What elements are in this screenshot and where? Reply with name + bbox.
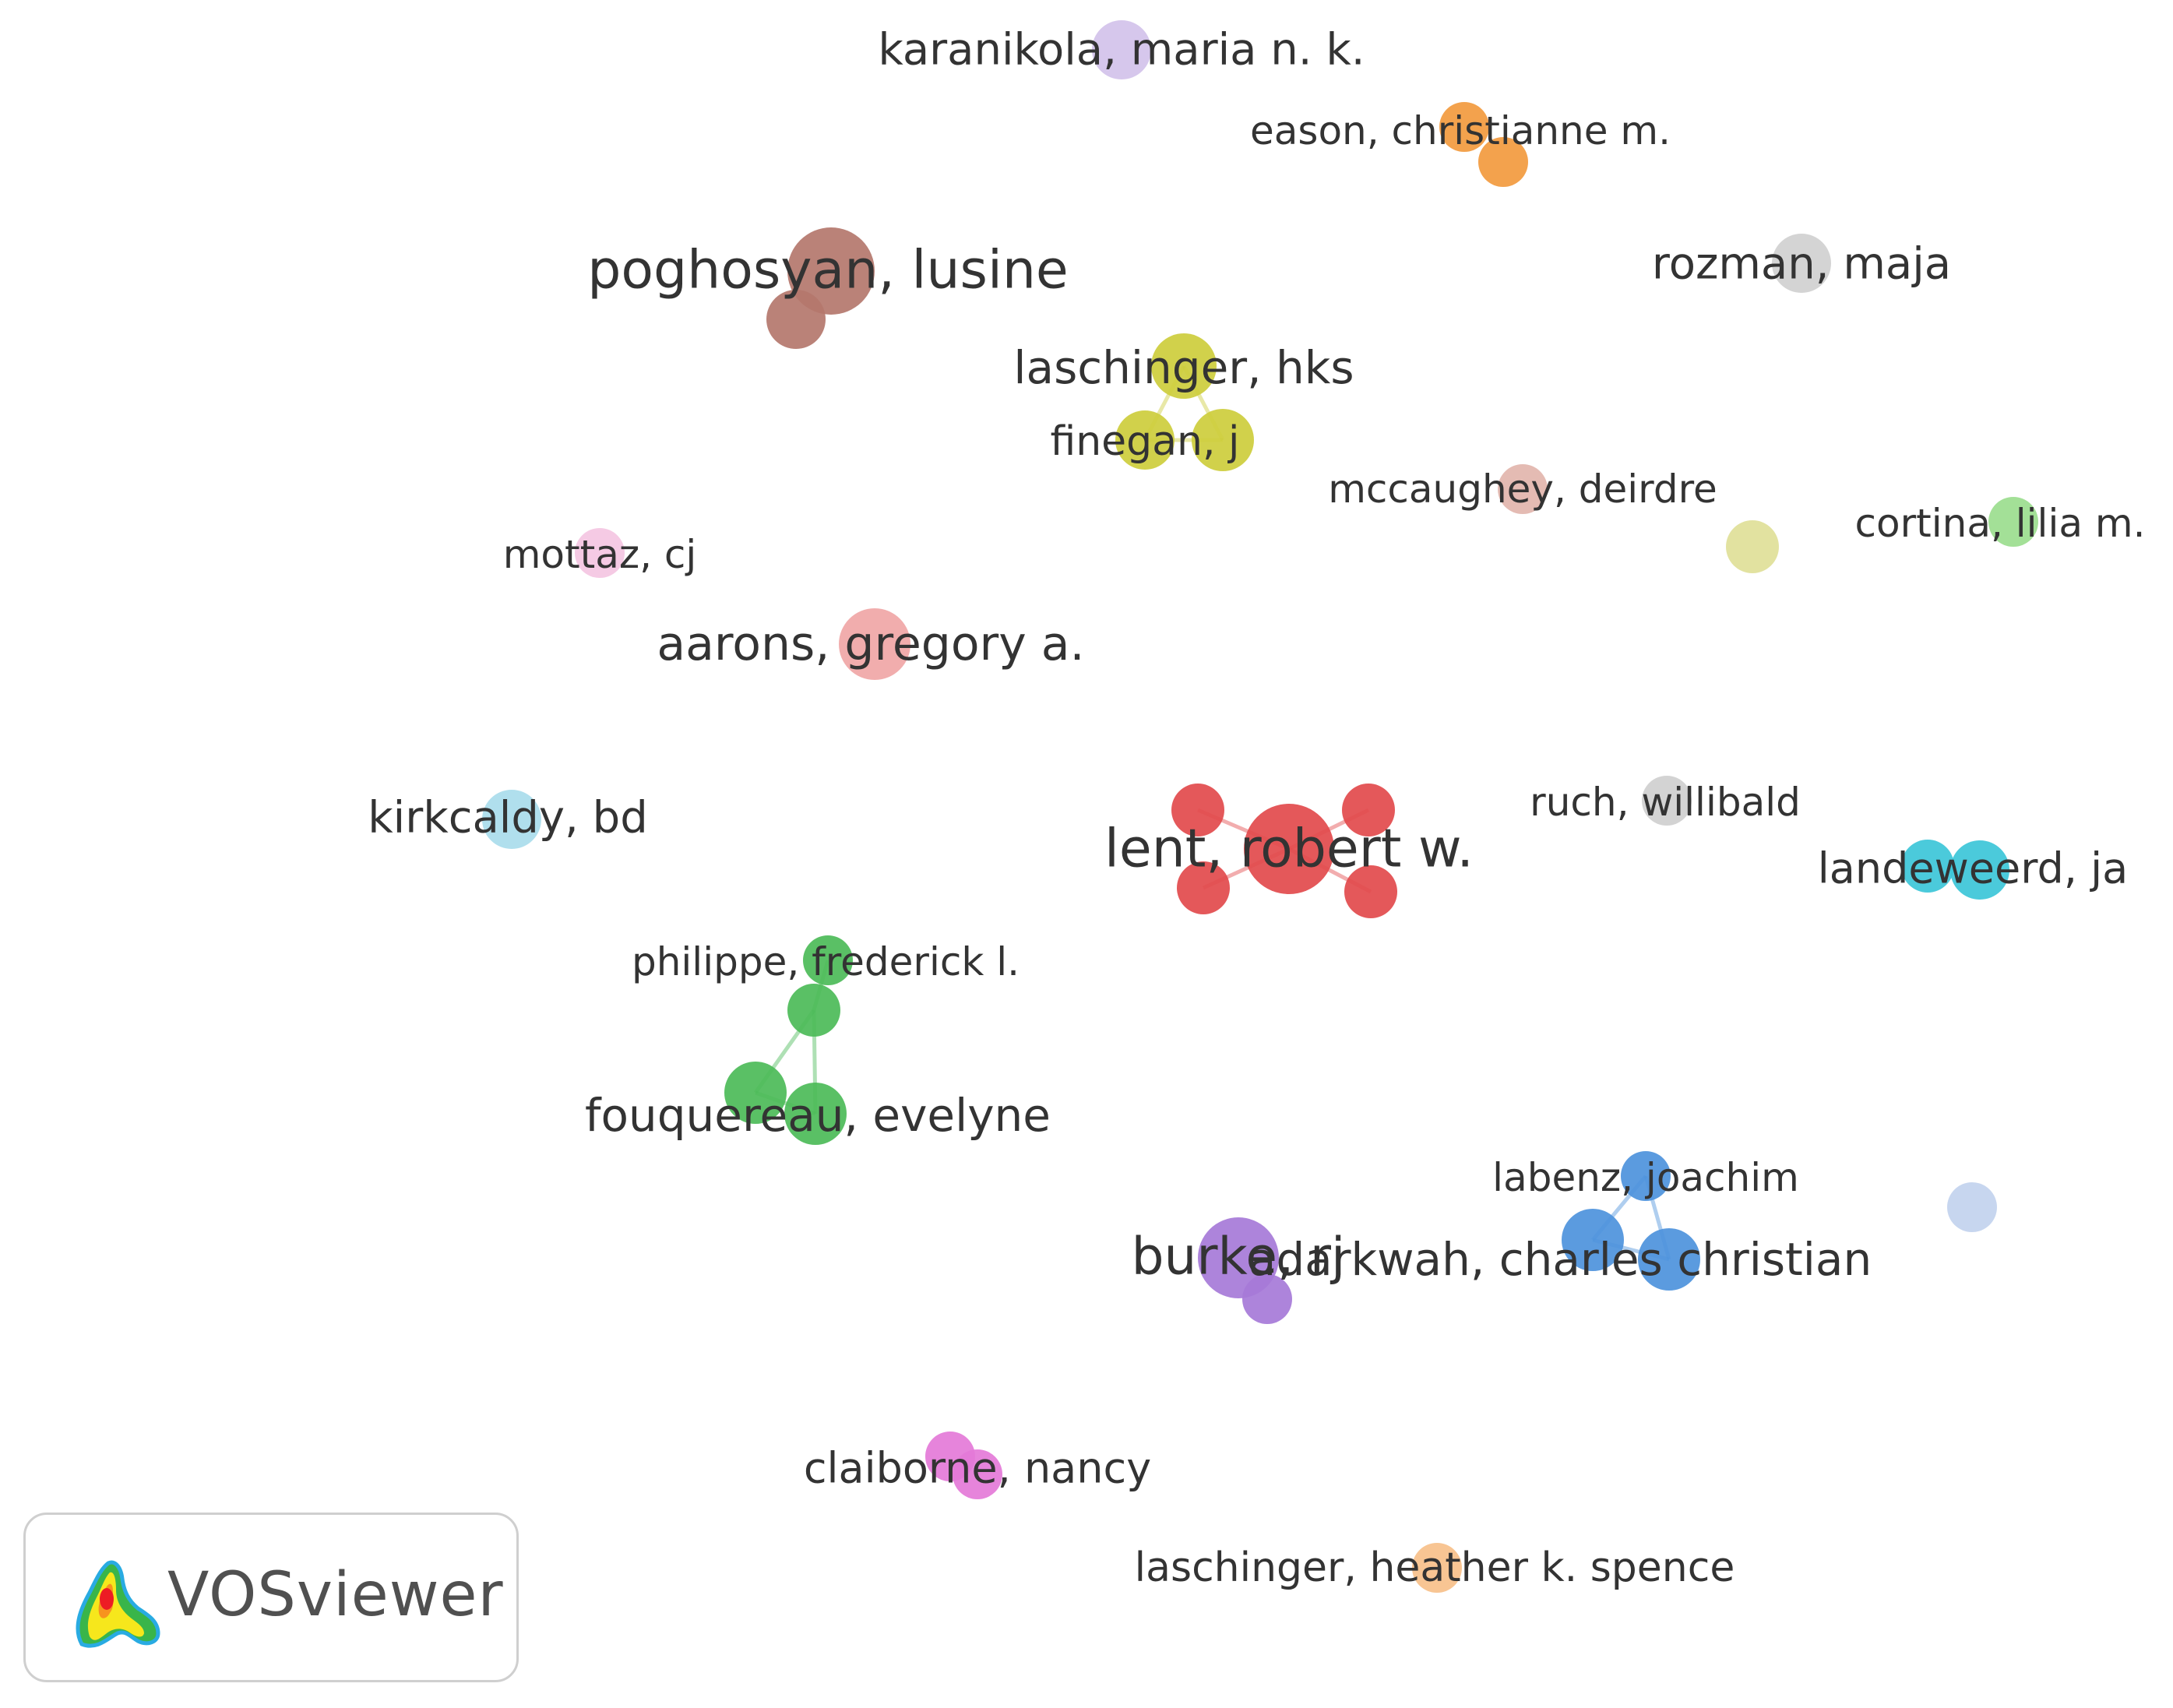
vosviewer-density-logo-icon — [76, 1560, 160, 1648]
node-adarkwah[interactable] — [1638, 1228, 1700, 1291]
node-label-cortina: cortina, lilia m. — [1855, 501, 2146, 546]
node-label-ruch: ruch, willibald — [1530, 780, 1801, 825]
node-label-rozman: rozman, maja — [1652, 239, 1951, 290]
node-aarons[interactable] — [839, 608, 910, 680]
node-lightblue[interactable] — [1947, 1182, 1997, 1232]
node-laschinger-heather[interactable] — [1412, 1543, 1462, 1593]
node-label-mccaughey: mccaughey, deirdre — [1328, 467, 1717, 512]
node-label-finegan: finegan, j — [1050, 418, 1239, 465]
node-green-mid[interactable] — [787, 984, 840, 1037]
node-poghosyan-b[interactable] — [766, 290, 826, 349]
node-yellow-small[interactable] — [1726, 520, 1779, 573]
node-landeweerd-a[interactable] — [1901, 840, 1954, 893]
node-finegan-b[interactable] — [1192, 409, 1254, 471]
node-label-karanikola: karanikola, maria n. k. — [878, 25, 1365, 76]
node-label-aarons: aarons, gregory a. — [657, 617, 1084, 671]
node-eason-b[interactable] — [1478, 137, 1528, 187]
node-lent[interactable] — [1244, 804, 1334, 894]
node-eason-a[interactable] — [1439, 102, 1489, 152]
node-lent-br[interactable] — [1344, 865, 1397, 918]
node-cortina[interactable] — [1988, 497, 2038, 547]
node-karanikola[interactable] — [1092, 20, 1151, 79]
node-kirkcaldy[interactable] — [482, 790, 541, 849]
node-laschinger-hks[interactable] — [1151, 333, 1217, 399]
node-label-fouquereau: fouquereau, evelyne — [585, 1089, 1051, 1142]
vosviewer-brand-name: VOSviewer — [167, 1560, 504, 1630]
node-blue-left[interactable] — [1562, 1209, 1624, 1271]
node-lent-bl[interactable] — [1177, 861, 1230, 914]
node-label-laschinger-heather: laschinger, heather k. spence — [1135, 1544, 1735, 1591]
node-label-lent: lent, robert w. — [1104, 819, 1474, 880]
node-label-mottaz: mottaz, cj — [503, 532, 697, 577]
node-label-labenz: labenz, joachim — [1492, 1155, 1799, 1200]
node-label-eason-a: eason, christianne m. — [1250, 108, 1671, 153]
node-poghosyan-a[interactable] — [787, 227, 875, 315]
node-mottaz[interactable] — [575, 528, 625, 578]
node-fouquereau[interactable] — [784, 1083, 847, 1145]
node-label-burke: burke, rj — [1132, 1227, 1346, 1287]
node-label-adarkwah: adarkwah, charles christian — [1249, 1233, 1872, 1286]
node-label-kirkcaldy: kirkcaldy, bd — [368, 793, 648, 843]
node-ruch[interactable] — [1642, 776, 1692, 826]
node-finegan[interactable] — [1115, 410, 1175, 470]
node-label-claiborne: claiborne, nancy — [804, 1444, 1151, 1493]
node-labenz[interactable] — [1621, 1151, 1671, 1201]
node-landeweerd-b[interactable] — [1950, 840, 2009, 900]
node-label-poghosyan-a: poghosyan, lusine — [587, 240, 1069, 301]
node-burke-b[interactable] — [1242, 1274, 1292, 1324]
vosviewer-logo-box: VOSviewer — [23, 1513, 519, 1682]
node-green-left[interactable] — [724, 1062, 787, 1124]
node-lent-tr[interactable] — [1342, 784, 1395, 836]
node-label-laschinger-hks: laschinger, hks — [1013, 341, 1354, 394]
node-mccaughey[interactable] — [1498, 464, 1548, 514]
node-philippe[interactable] — [803, 935, 853, 985]
node-label-landeweerd-a: landeweerd, ja — [1818, 844, 2128, 893]
node-claiborne-b[interactable] — [953, 1449, 1002, 1499]
node-lent-tl[interactable] — [1171, 784, 1224, 836]
node-label-philippe: philippe, frederick l. — [632, 939, 1020, 984]
node-rozman[interactable] — [1772, 234, 1831, 293]
